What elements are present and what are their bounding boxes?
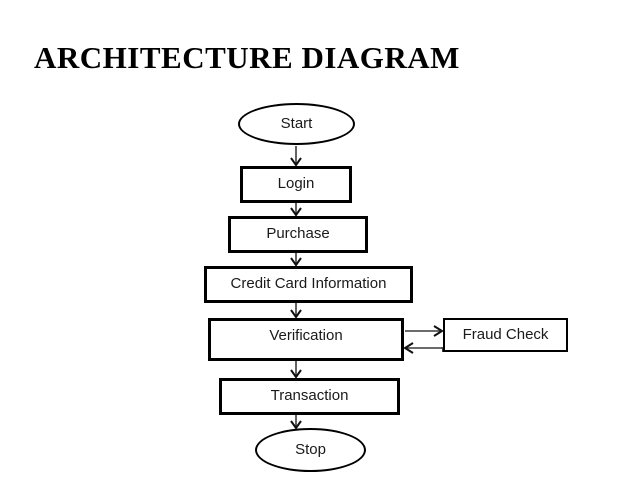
edge-verification-to-transaction — [290, 361, 302, 379]
node-login[interactable]: Login — [240, 166, 352, 203]
node-start-label: Start — [280, 114, 313, 132]
node-transaction[interactable]: Transaction — [219, 378, 400, 415]
node-start[interactable]: Start — [238, 103, 355, 145]
node-verification[interactable]: Verification — [208, 318, 404, 361]
edge-verification-to-fraud-check — [405, 325, 444, 337]
node-purchase-label: Purchase — [266, 225, 330, 243]
edge-credit-card-to-verification — [290, 303, 302, 319]
edge-purchase-to-credit-card — [290, 253, 302, 267]
edge-login-to-purchase — [290, 203, 302, 217]
node-verification-label: Verification — [269, 327, 343, 344]
node-stop-label: Stop — [295, 440, 326, 458]
edge-start-to-login — [290, 146, 302, 167]
node-credit-card-information-label: Credit Card Information — [230, 275, 387, 293]
edge-fraud-check-to-verification — [403, 342, 444, 354]
node-fraud-check-label: Fraud Check — [462, 325, 549, 343]
node-login-label: Login — [277, 175, 315, 193]
node-fraud-check[interactable]: Fraud Check — [443, 318, 568, 352]
edge-transaction-to-stop — [290, 415, 302, 430]
node-purchase[interactable]: Purchase — [228, 216, 368, 253]
node-credit-card-information[interactable]: Credit Card Information — [204, 266, 413, 303]
node-stop[interactable]: Stop — [255, 428, 366, 472]
page-title: ARCHITECTURE DIAGRAM — [34, 40, 460, 75]
node-transaction-label: Transaction — [270, 387, 349, 405]
